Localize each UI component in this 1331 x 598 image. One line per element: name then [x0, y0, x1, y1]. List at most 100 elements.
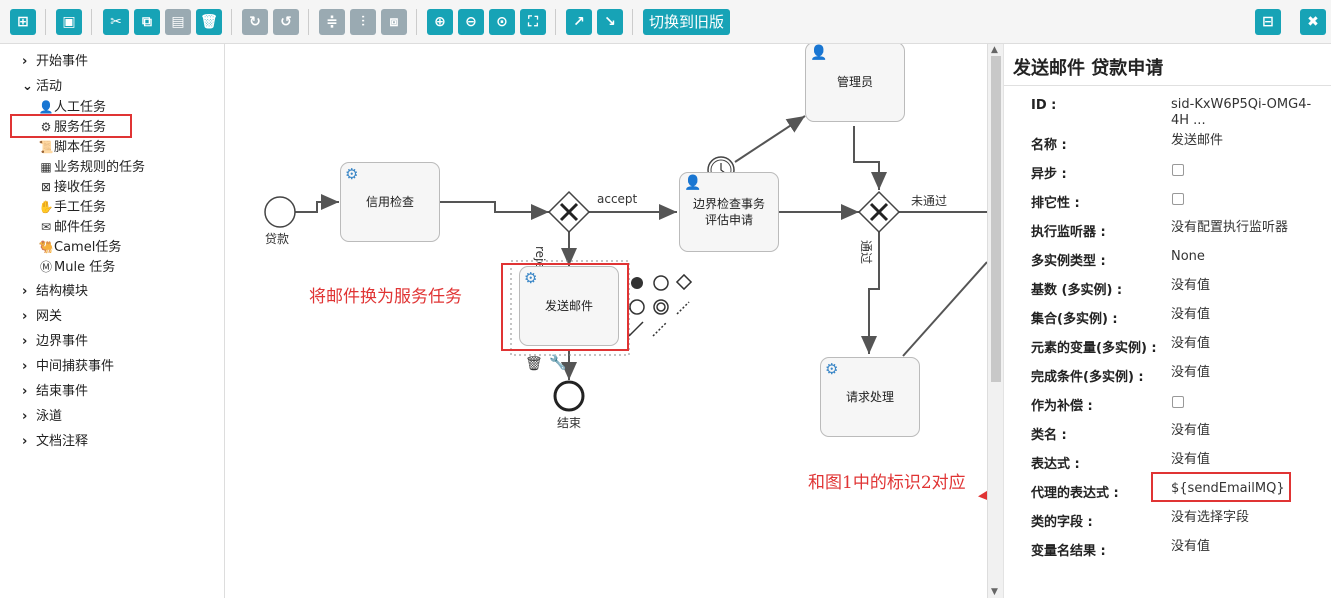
mule-icon: Ⓜ — [39, 260, 52, 274]
palette-item-mail-task[interactable]: ✉邮件任务 — [38, 218, 106, 236]
palette-group-boundary-event[interactable]: ›边界事件 — [22, 332, 88, 352]
palette-item-business-rule-task[interactable]: ▦业务规则的任务 — [38, 158, 145, 176]
palette-group-structural[interactable]: ›结构模块 — [22, 282, 88, 302]
prop-compensation[interactable]: 作为补偿 : — [1004, 389, 1331, 418]
scroll-up-icon[interactable]: ▲ — [991, 45, 998, 55]
flow-credit-to-gateway[interactable] — [440, 201, 549, 220]
prop-cardinality[interactable]: 基数 (多实例) :没有值 — [1004, 273, 1331, 302]
trash-icon[interactable]: 🗑 — [525, 356, 543, 372]
end-event[interactable] — [553, 380, 585, 412]
canvas-scrollbar[interactable]: ▲ ▼ — [987, 44, 1003, 598]
task-label: 发送邮件 — [544, 299, 593, 313]
wrench-icon[interactable]: 🔧 — [549, 355, 567, 371]
prop-element-variable[interactable]: 元素的变量(多实例) :没有值 — [1004, 331, 1331, 360]
palette-item-script-task[interactable]: 📜脚本任务 — [38, 138, 107, 156]
palette-item-receive-task[interactable]: ⊠接收任务 — [38, 178, 106, 196]
task-send-mail[interactable]: ⚙ 发送邮件 — [519, 266, 619, 346]
prop-async[interactable]: 异步 : — [1004, 157, 1331, 186]
prop-expression[interactable]: 表达式 :没有值 — [1004, 447, 1331, 476]
undo-button[interactable]: ↺ — [273, 9, 299, 35]
palette-group-annotation[interactable]: ›文档注释 — [22, 432, 88, 452]
palette-item-user-task[interactable]: 👤人工任务 — [38, 98, 107, 116]
flow-right-return[interactable] — [902, 261, 987, 357]
prop-value-line1: sid-KxW6P5Qi-OMG4- — [1171, 97, 1312, 112]
zoom-in-button[interactable]: ⊕ — [427, 9, 453, 35]
zoom-out-button[interactable]: ⊖ — [458, 9, 484, 35]
prop-execution-listeners[interactable]: 执行监听器 :没有配置执行监听器 — [1004, 215, 1331, 244]
chevron-right-icon: › — [22, 334, 28, 349]
bendpoint-remove-button[interactable]: ↘ — [597, 9, 623, 35]
task-boundary-check[interactable]: 👤 边界检查事务评估申请 — [679, 172, 779, 252]
diagram-canvas[interactable]: 贷款 accept reject 未通过 通过 结束 ⚙ 信用检查 👤 边界检查… — [225, 44, 987, 598]
flow-pass[interactable] — [861, 232, 880, 354]
palette-item-manual-task[interactable]: ✋手工任务 — [38, 198, 107, 216]
async-checkbox[interactable] — [1172, 164, 1184, 176]
palette-item-service-task[interactable]: ⚙服务任务 — [38, 118, 106, 136]
context-timer-icon[interactable] — [629, 299, 645, 315]
palette-item-label: Camel任务 — [54, 240, 122, 255]
flow-timer-to-admin[interactable] — [734, 115, 806, 163]
chevron-down-icon: ⌄ — [22, 79, 33, 94]
prop-key: 完成条件(多实例) : — [1031, 370, 1144, 385]
task-credit-check[interactable]: ⚙ 信用检查 — [340, 162, 440, 242]
switch-legacy-button[interactable]: 切换到旧版 — [643, 9, 731, 35]
prop-key: 执行监听器 : — [1031, 225, 1106, 240]
palette-group-start-event[interactable]: ›开始事件 — [22, 52, 88, 72]
start-event[interactable] — [264, 196, 296, 228]
prop-key: 排它性 : — [1031, 196, 1080, 211]
palette-group-gateway[interactable]: ›网关 — [22, 307, 62, 327]
context-user-icon[interactable] — [631, 277, 643, 289]
close-button[interactable]: ✖ — [1300, 9, 1326, 35]
exclusive-gateway-1[interactable] — [547, 190, 591, 234]
cut-button[interactable]: ✂ — [103, 9, 129, 35]
toolbar-divider — [231, 9, 232, 35]
exclusive-gateway-2[interactable] — [857, 190, 901, 234]
prop-delegate-expression[interactable]: 代理的表达式 :${sendEmailMQ} — [1004, 476, 1331, 505]
zoom-fit-button[interactable]: ⛶ — [520, 9, 546, 35]
save-button[interactable]: ▣ — [56, 9, 82, 35]
align-vertical-button[interactable]: ≑ — [319, 9, 345, 35]
task-request-handle[interactable]: ⚙ 请求处理 — [820, 357, 920, 437]
prop-collection[interactable]: 集合(多实例) :没有值 — [1004, 302, 1331, 331]
gear-icon: ⚙ — [40, 120, 52, 134]
align-horizontal-button[interactable]: ⫶ — [350, 9, 376, 35]
paste-button[interactable]: ▤ — [165, 9, 191, 35]
prop-name[interactable]: 名称 :发送邮件 — [1004, 128, 1331, 157]
palette-group-activity[interactable]: ⌄活动 — [22, 77, 62, 97]
flow-start-to-credit[interactable] — [295, 194, 339, 213]
prop-id[interactable]: ID :sid-KxW6P5Qi-OMG4-4H ... — [1004, 92, 1331, 128]
prop-key: 异步 : — [1031, 167, 1067, 182]
compensation-checkbox[interactable] — [1172, 396, 1184, 408]
context-gateway-icon[interactable] — [675, 273, 693, 291]
exclusive-checkbox[interactable] — [1172, 193, 1184, 205]
redo-button[interactable]: ↻ — [242, 9, 268, 35]
prop-exclusive[interactable]: 排它性 : — [1004, 186, 1331, 215]
scroll-thumb[interactable] — [991, 56, 1001, 382]
delete-button[interactable]: 🗑 — [196, 9, 222, 35]
zoom-actual-button[interactable]: ⊙ — [489, 9, 515, 35]
scroll-down-icon[interactable]: ▼ — [991, 587, 998, 597]
context-flow-icon[interactable] — [628, 321, 644, 337]
flow-admin-to-gateway2[interactable] — [853, 126, 887, 190]
bendpoint-add-button[interactable]: ↗ — [566, 9, 592, 35]
palette-group-end-event[interactable]: ›结束事件 — [22, 382, 88, 402]
prop-class-fields[interactable]: 类的字段 :没有选择字段 — [1004, 505, 1331, 534]
context-dashed-flow-icon[interactable] — [652, 321, 668, 337]
context-intermediate-icon[interactable] — [653, 299, 669, 315]
context-event-icon[interactable] — [653, 275, 669, 291]
palette-group-intermediate-catch[interactable]: ›中间捕获事件 — [22, 357, 114, 377]
same-size-button[interactable]: ⧈ — [381, 9, 407, 35]
prop-result-variable[interactable]: 变量名结果 :没有值 — [1004, 534, 1331, 563]
context-association-icon[interactable] — [676, 301, 690, 315]
prop-completion-condition[interactable]: 完成条件(多实例) :没有值 — [1004, 360, 1331, 389]
prop-class[interactable]: 类名 :没有值 — [1004, 418, 1331, 447]
toggle-tree-button[interactable]: ⊞ — [10, 9, 36, 35]
palette-item-camel-task[interactable]: 🐫Camel任务 — [38, 238, 122, 256]
palette-group-swimlane[interactable]: ›泳道 — [22, 407, 62, 427]
copy-button[interactable]: ⧉ — [134, 9, 160, 35]
task-admin[interactable]: 👤 管理员 — [805, 44, 905, 122]
prop-multi-instance-type[interactable]: 多实例类型 :None — [1004, 244, 1331, 273]
toggle-properties-button[interactable]: ⊟ — [1255, 9, 1281, 35]
annotation-reference: 和图1中的标识2对应 — [808, 473, 966, 493]
